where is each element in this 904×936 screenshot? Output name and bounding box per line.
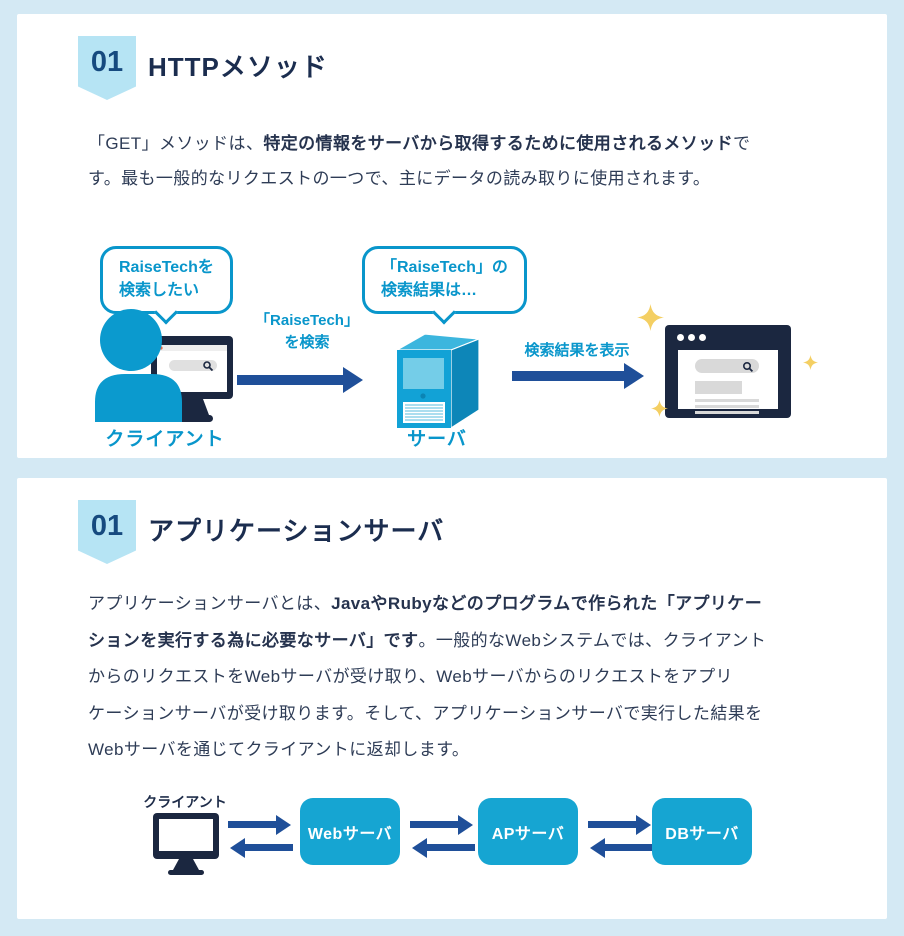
arrow-right-icon [228,821,276,828]
server-tower-icon [394,333,480,430]
person-at-computer-icon [95,309,233,422]
window-dot-icon [688,334,695,341]
client-label: クライアント [143,794,227,810]
http-method-card: 01 HTTPメソッド 「GET」メソッドは、特定の情報をサーバから取得するため… [17,14,887,458]
response-arrow-label: 検索結果を表示 [524,342,630,359]
arrow-right-icon [410,821,458,828]
paragraph-text: アプリケーションサーバとは、 [88,594,332,613]
section-number: 01 [90,510,124,542]
browser-content [678,350,778,414]
ap-server-box: APサーバ [478,798,578,865]
section-number-badge: 01 [78,36,136,100]
request-arrow-right-icon [237,375,343,385]
window-dot-icon [699,334,706,341]
result-line-icon [695,411,759,414]
paragraph-bold-text: 特定の情報をサーバから取得するために使用されるメソッド [263,134,733,153]
server-label: サーバ [407,429,467,450]
browser-window-icon [665,325,791,418]
sparkle-icon [651,400,668,417]
result-block-icon [695,381,742,394]
db-server-box: DBサーバ [652,798,752,865]
section-number-badge: 01 [78,500,136,564]
client-speech-bubble: RaiseTechを 検索したい [100,246,233,314]
server-speech-bubble: 「RaiseTech」の 検索結果は… [362,246,527,314]
request-arrow-label: 「RaiseTech」 を検索 [255,312,359,351]
section-number: 01 [90,46,124,78]
paragraph-text: で す。最も一般的なリクエストの一つで、主にデータの読み取りに使用されます。 [88,134,751,188]
arrow-right-icon [588,821,636,828]
web-server-box: Webサーバ [300,798,400,865]
magnifier-icon [742,361,754,373]
paragraph-text: 。一般的なWebシステムでは、クライアント からのリクエストをWebサーバが受け… [88,630,767,760]
arrow-left-icon [245,844,293,851]
result-line-icon [695,405,759,408]
arrow-left-icon [605,844,653,851]
result-line-icon [695,399,759,402]
sparkle-icon [803,355,818,370]
application-server-card: 01 アプリケーションサーバ アプリケーションサーバとは、JavaやRubyなど… [17,478,887,919]
response-arrow-right-icon [512,371,624,381]
section-title: HTTPメソッド [148,52,328,82]
client-label: クライアント [105,429,225,450]
monitor-icon [153,813,219,875]
sparkle-icon [637,304,664,331]
window-dot-icon [677,334,684,341]
search-bar-icon [695,359,759,373]
paragraph-text: 「GET」メソッドは、 [88,134,264,153]
arrow-left-icon [427,844,475,851]
paragraph-bold-text: JavaやRubyなどのプログラムで作られた「アプリケー ションを実行する為に必… [88,594,763,650]
section-paragraph: 「GET」メソッドは、特定の情報をサーバから取得するために使用されるメソッドで … [88,126,868,196]
section-title: アプリケーションサーバ [148,516,445,546]
section-paragraph: アプリケーションサーバとは、JavaやRubyなどのプログラムで作られた「アプリ… [88,586,868,769]
